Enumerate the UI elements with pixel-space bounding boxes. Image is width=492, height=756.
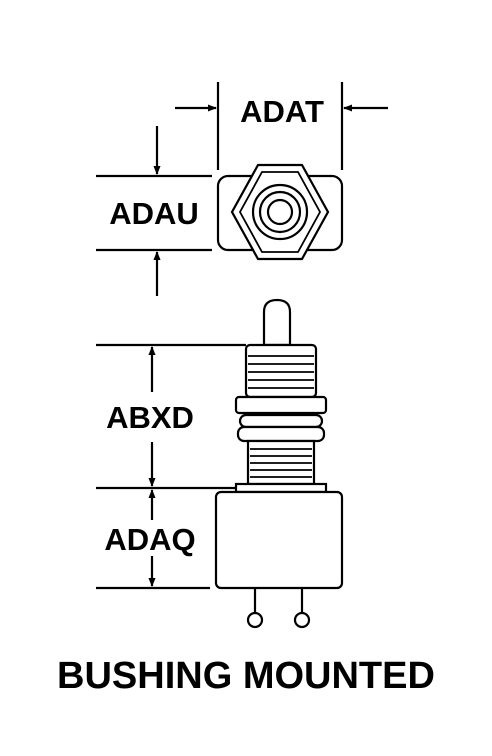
hex-nut-side — [234, 395, 328, 415]
upper-threaded-bushing — [244, 343, 318, 399]
bushing-inner-ring — [258, 190, 302, 234]
diagram-caption: BUSHING MOUNTED — [57, 655, 435, 697]
body-dimension-label: ADAQ — [104, 522, 195, 557]
side-view: ABXD ADAQ — [96, 298, 344, 629]
height-dimension-label: ADAU — [109, 196, 199, 231]
terminal-left — [246, 611, 264, 629]
hex-nut-chamfer — [238, 171, 322, 253]
upper-thread-lines — [248, 355, 314, 389]
plunger-end — [266, 198, 294, 226]
hex-nut — [230, 163, 330, 261]
top-view: ADAT ADAU — [96, 82, 388, 296]
width-dimension-label: ADAT — [240, 94, 324, 129]
lower-thread-lines — [250, 448, 312, 478]
switch-housing — [214, 490, 344, 590]
plunger — [262, 298, 292, 347]
bushing-outer-ring — [251, 183, 309, 241]
mounting-flange — [234, 482, 328, 494]
lock-washer — [238, 413, 324, 429]
bushing-dimension-label: ABXD — [106, 400, 194, 435]
terminal-right — [293, 611, 311, 629]
lower-nut — [236, 425, 326, 443]
